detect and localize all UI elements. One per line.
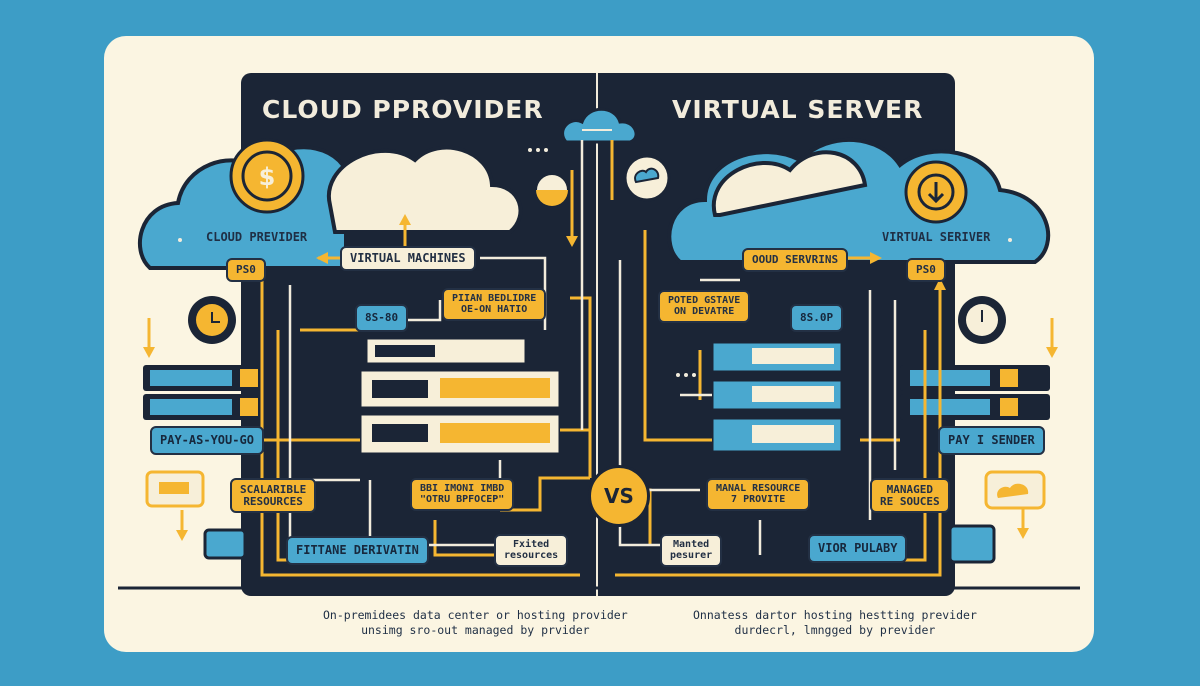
virtual-machines-label: VIRTUAL MACHINES [340, 246, 476, 271]
left-pso-label: PS0 [226, 258, 266, 282]
right-poted-label: POTED GSTAVE ON DEVATRE [658, 290, 751, 323]
left-pricing-label: PIIAN BEDLIDRE OE-ON HATIO [442, 288, 547, 321]
small-box-right [948, 524, 996, 564]
left-code-label: 8S-80 [355, 304, 409, 332]
document-icon-right [984, 470, 1046, 510]
oodserv-label: OOUD SERVRINS [742, 248, 849, 272]
left-title: CLOUD PPROVIDER [262, 95, 544, 124]
right-cloud-label: VIRTUAL SERIVER [882, 230, 991, 244]
gear-cloud-icon [623, 154, 671, 202]
download-sun-icon [904, 160, 968, 224]
server-rack-left [143, 365, 293, 420]
connectors-left [260, 170, 592, 577]
manual-resource-label: MANAL RESOURCE 7 PROVITE [706, 478, 811, 511]
fittane-label: FITTANE DERIVATIN [286, 536, 429, 565]
arrowheads [143, 214, 1058, 541]
right-code-label: 8S.0P [790, 304, 844, 332]
fixed-resources-label: Fxited resources [494, 534, 569, 567]
left-footer-caption: On-premidees data center or hosting prov… [323, 608, 628, 637]
left-cloud-label: CLOUD PREVIDER [206, 230, 308, 244]
manted-label: Manted pesurer [660, 534, 723, 567]
server-icon-right [710, 340, 844, 454]
server-icon-left [358, 336, 562, 456]
pay-sender-label: PAY I SENDER [938, 426, 1045, 455]
gauge-icon [958, 296, 1006, 344]
left-center-note: BBI IMONI IMBD "OTRU BPFOCEP" [410, 478, 515, 511]
server-rack-right [900, 365, 1050, 420]
vs-badge: VS [588, 465, 650, 527]
dollar-sun-icon: $ [229, 138, 305, 214]
managed-resources-label: MANAGED RE SOUCES [870, 478, 950, 514]
svg-text:$: $ [259, 163, 276, 191]
small-box-left [203, 528, 247, 560]
half-moon-icon [535, 173, 569, 207]
document-icon-left [145, 470, 205, 508]
side-arrows [147, 318, 1054, 532]
pay-as-you-go-label: PAY-AS-YOU-GO [150, 426, 264, 455]
ellipsis-dots [178, 148, 1012, 377]
right-pso-label: PS0 [906, 258, 946, 282]
right-footer-caption: Onnatess dartor hosting hestting previde… [693, 608, 977, 637]
vior-label: VIOR PULABY [808, 534, 908, 563]
clock-icon [188, 296, 236, 344]
scalable-resources-label: SCALARIBLE RESOURCES [230, 478, 317, 514]
right-title: VIRTUAL SERVER [672, 95, 924, 124]
right-cloud [667, 138, 1051, 264]
cloud-icon [561, 107, 638, 144]
